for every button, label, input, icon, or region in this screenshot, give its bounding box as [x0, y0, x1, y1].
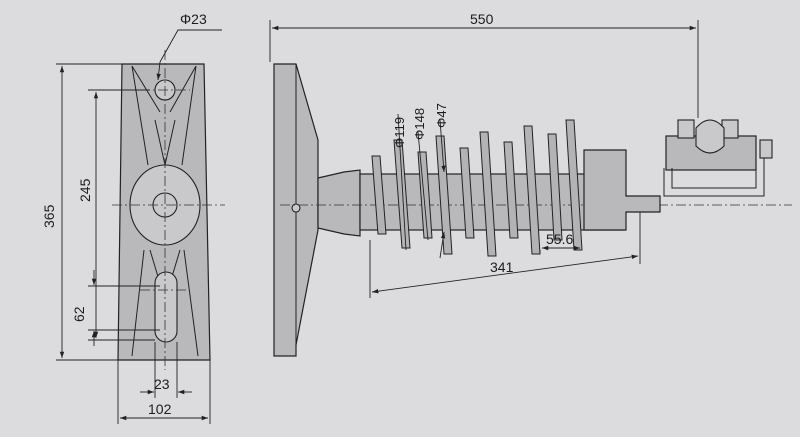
hub-fitting [317, 169, 361, 237]
front-view: Φ23 365 245 62 23 102 [41, 11, 225, 424]
dim-slot-length: 62 [71, 306, 87, 322]
dim-overall-length: 550 [470, 11, 494, 27]
dim-base-width: 102 [148, 401, 172, 417]
dim-shed-spacing: 55.6 [546, 231, 573, 247]
shed [371, 155, 387, 235]
dim-slot-width: 23 [154, 376, 170, 392]
dim-shed-large: Φ148 [412, 108, 427, 140]
clamp-bolt-left [677, 119, 695, 139]
dim-total-height: 365 [41, 204, 57, 228]
shed [459, 147, 475, 239]
dim-core-rod: Φ47 [434, 103, 449, 128]
shed-group [371, 119, 583, 257]
shed [547, 133, 563, 241]
dim-hole-spacing: 245 [77, 178, 93, 202]
clamp-eye [695, 119, 725, 154]
shed [565, 119, 583, 251]
rib-left [131, 65, 161, 357]
rib-right [169, 65, 199, 357]
dim-insulation-length: 341 [490, 259, 514, 275]
bottom-slot [154, 271, 178, 343]
dim-shed-small: Φ119 [392, 117, 407, 148]
u-bolt [663, 144, 765, 197]
end-fitting [583, 149, 661, 231]
shed [503, 141, 519, 239]
u-bolt-nut [759, 139, 773, 159]
dim-hole-diameter: Φ23 [180, 11, 207, 27]
side-view: 550 Φ119 Φ148 Φ47 55.6 341 [269, 11, 792, 357]
bracket-bolt [291, 203, 301, 213]
